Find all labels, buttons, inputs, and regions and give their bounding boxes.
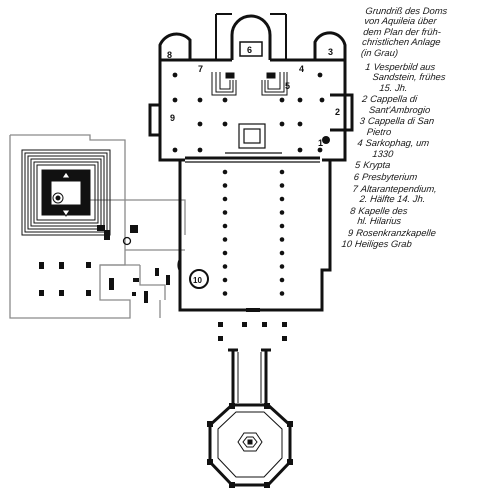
transept-column [317, 147, 323, 153]
legend-item-text: Rosenkranzkapelle [355, 226, 437, 238]
transept-column [222, 97, 228, 103]
legend-item-number: 10 [340, 238, 353, 250]
label-1: 1 [318, 138, 323, 148]
side-chapels [148, 93, 354, 137]
transept-column [197, 147, 203, 153]
label-2: 2 [335, 107, 340, 117]
legend-item-text: 1330 [371, 147, 394, 159]
nave-column [279, 250, 285, 256]
nave-column [279, 223, 285, 229]
nave-column [222, 277, 228, 283]
label-5: 5 [285, 81, 290, 91]
nave-column [222, 237, 228, 242]
nave-column [222, 264, 228, 269]
legend-item-text: Sant'Ambrogio [368, 103, 431, 115]
legend-title: Grundriß des Doms von Aquileia über dem … [360, 5, 482, 58]
label-6: 6 [247, 45, 252, 55]
portal-piers [218, 308, 287, 341]
legend-item-text: Presbyterium [361, 171, 418, 183]
legend-title-line: (in Grau) [360, 46, 399, 58]
nave-column [279, 277, 285, 283]
transept-column [197, 121, 203, 127]
legend-item-text: Pietro [366, 125, 392, 137]
transept-column [297, 97, 303, 103]
chapel-column [317, 72, 323, 78]
nave-column [222, 169, 228, 175]
legend-item-text: 15. Jh. [378, 81, 409, 93]
transept-column [197, 97, 203, 103]
basilica-walls [158, 58, 347, 312]
label-8: 8 [167, 50, 172, 60]
legend-item-text: hl. Hilarius [356, 215, 402, 227]
nave-column [279, 237, 285, 242]
nave-column [222, 183, 228, 188]
plan-labels: 8 7 6 3 4 5 2 9 1 10 [167, 45, 340, 285]
label-4: 4 [299, 64, 304, 74]
transept-column [279, 121, 285, 127]
crypt-stairs [211, 72, 288, 96]
corridor [228, 348, 271, 405]
legend-item-number: 6 [353, 171, 360, 183]
baptistery-connector [97, 225, 138, 246]
nave-column [279, 196, 285, 202]
presbytery-box [239, 41, 263, 57]
nave-column [279, 291, 285, 296]
transept-column [279, 97, 285, 103]
legend-item-text: Krypta [362, 159, 391, 171]
legend-item-text: Heiliges Grab [354, 238, 413, 250]
transept-column [297, 121, 303, 127]
chapel-8-apse [158, 32, 192, 60]
chapel-3-apse [313, 31, 347, 60]
baptistery [21, 149, 111, 236]
nave-column [222, 291, 228, 296]
octagon-piers [207, 403, 293, 488]
octagon-center [237, 432, 263, 452]
nave-column [279, 264, 285, 269]
nave-column [222, 196, 228, 202]
label-9: 9 [170, 113, 175, 123]
transept-column [297, 147, 303, 153]
pieta-niche [322, 136, 330, 144]
chapel-column [172, 72, 178, 78]
main-apse [215, 13, 287, 60]
nave-column [279, 169, 285, 175]
label-7: 7 [198, 64, 203, 74]
holy-sepulchre [189, 269, 209, 289]
early-christian-outline [9, 134, 186, 319]
label-3: 3 [328, 47, 333, 57]
altar [225, 123, 282, 154]
transept-column [172, 97, 178, 103]
nave-columns [172, 72, 325, 296]
octagon-building [208, 403, 292, 487]
legend-item-text: 2. Hälfte 14. Jh. [359, 193, 427, 205]
nave-column [279, 183, 285, 188]
nave-column [222, 223, 228, 229]
sepulchre-fence [177, 257, 181, 273]
nave-column [222, 210, 228, 215]
scattered-piers [39, 262, 170, 303]
nave-column [222, 250, 228, 256]
legend-item-number: 5 [354, 159, 361, 171]
nave-column [279, 210, 285, 215]
transept-column [319, 97, 325, 103]
transept-column [172, 147, 178, 153]
legend-item-number: 9 [347, 226, 354, 238]
transept-column [222, 121, 228, 127]
label-10: 10 [193, 276, 202, 285]
